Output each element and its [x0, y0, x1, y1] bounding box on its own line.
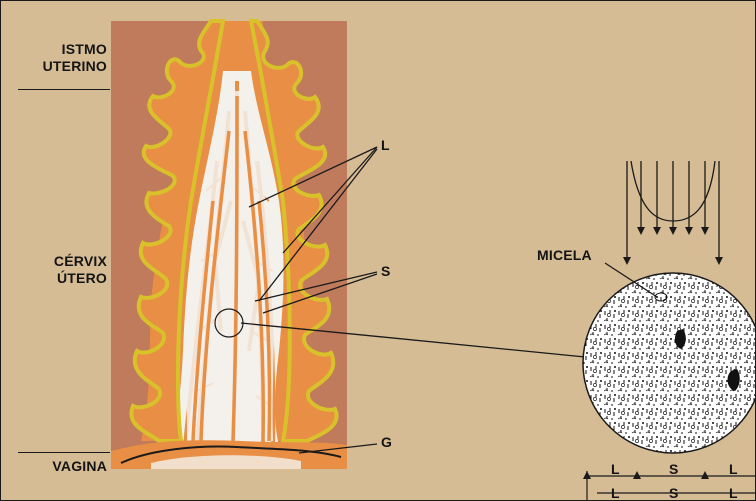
label-micela: MICELA	[537, 247, 592, 264]
flow-profile	[627, 161, 719, 263]
istmo-line1: ISTMO	[21, 41, 107, 58]
vagina-label: VAGINA	[21, 458, 107, 475]
label-S: S	[381, 263, 391, 280]
label-L: L	[381, 137, 390, 154]
scale-row1-L1: L	[611, 461, 620, 477]
scale-row2-S: S	[669, 485, 678, 501]
scale-row2-L2: L	[729, 485, 738, 501]
vagina-rule	[18, 452, 110, 453]
istmo-rule	[18, 89, 110, 90]
scale-row1-L2: L	[729, 461, 738, 477]
cervix-label: CÉRVIX ÚTERO	[21, 253, 107, 287]
scale-row1-S: S	[669, 461, 678, 477]
istmo-line2: UTERINO	[21, 58, 107, 75]
cervix-line2: ÚTERO	[21, 270, 107, 287]
label-G: G	[381, 434, 392, 451]
istmo-label: ISTMO UTERINO	[21, 41, 107, 75]
scale-row2-L1: L	[611, 485, 620, 501]
cervix-line1: CÉRVIX	[21, 253, 107, 270]
